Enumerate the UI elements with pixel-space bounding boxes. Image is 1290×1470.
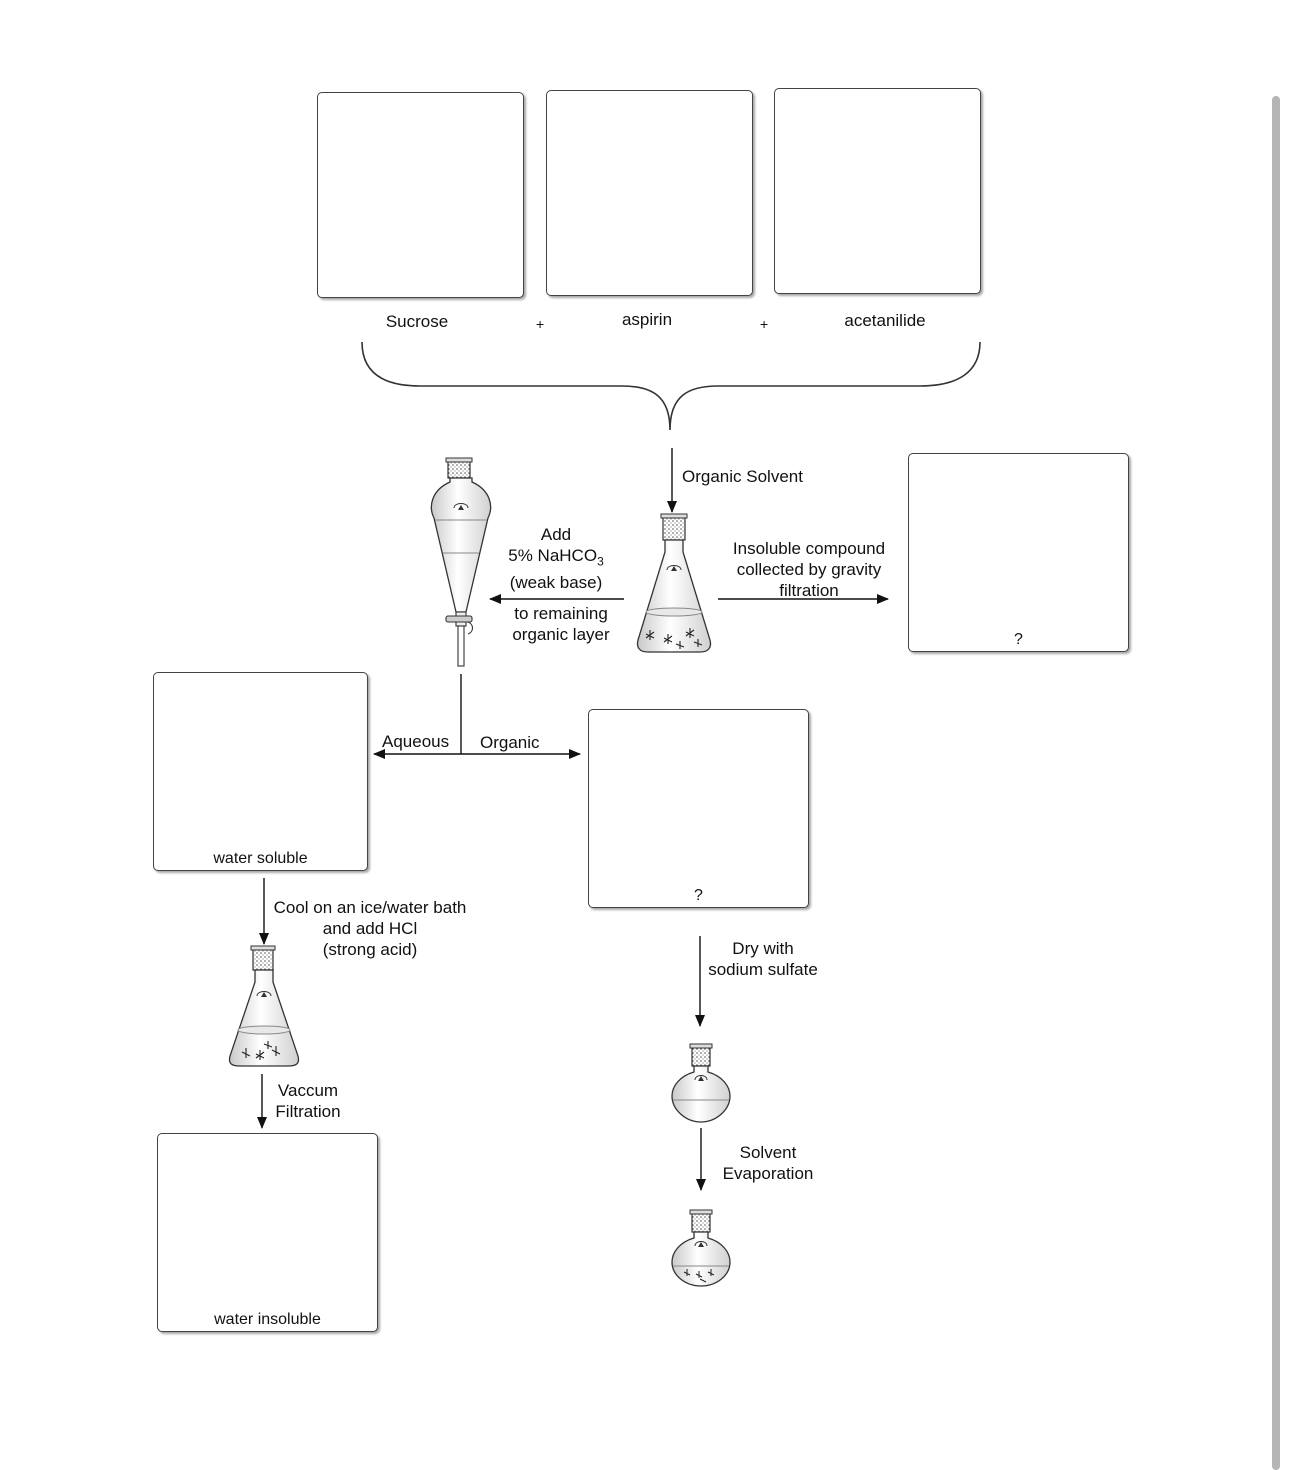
water-insoluble-box[interactable]: water insoluble: [157, 1133, 378, 1332]
evaporation-line2: Evaporation: [722, 1164, 814, 1183]
round-bottom-flask-icon: [671, 1043, 731, 1123]
organic-layer-box[interactable]: ?: [588, 709, 809, 908]
erlenmeyer-flask-icon: [636, 513, 712, 653]
remaining-organic-line2: organic layer: [512, 625, 610, 644]
dry-line1: Dry with: [732, 939, 794, 958]
combine-brace: [361, 341, 981, 431]
insoluble-compound-caption: ?: [1014, 631, 1023, 648]
acetanilide-label: acetanilide: [844, 311, 926, 330]
remaining-organic-line1: to remaining: [514, 604, 608, 623]
vacuum-filtration-line2: Filtration: [275, 1102, 341, 1121]
cool-acid-line1: Cool on an ice/water bath: [273, 898, 467, 917]
gravity-filtration-label: Insoluble compound collected by gravity …: [718, 538, 900, 601]
separatory-funnel-icon: [430, 457, 492, 667]
dry-label: Dry with sodium sulfate: [700, 938, 826, 980]
water-soluble-box[interactable]: water soluble: [153, 672, 368, 871]
add-bicarbonate-label: Add 5% NaHCO3 (weak base): [496, 524, 616, 593]
sucrose-label: Sucrose: [385, 312, 449, 331]
organic-label: Organic: [480, 733, 540, 752]
vertical-scrollbar[interactable]: [1272, 96, 1280, 1470]
organic-solvent-label: Organic Solvent: [682, 467, 803, 486]
organic-layer-caption: ?: [694, 887, 703, 904]
round-bottom-flask-icon: [671, 1209, 731, 1287]
aqueous-label: Aqueous: [382, 732, 450, 751]
water-insoluble-caption: water insoluble: [214, 1311, 321, 1328]
vacuum-filtration-label: Vaccum Filtration: [266, 1080, 350, 1122]
add-bicarbonate-line1: Add: [540, 525, 572, 544]
evaporation-line1: Solvent: [739, 1143, 797, 1162]
gravity-filtration-line2: collected by gravity: [736, 560, 882, 579]
plus-sign: +: [536, 316, 545, 332]
erlenmeyer-flask-icon: [228, 945, 300, 1067]
acetanilide-structure-box[interactable]: [774, 88, 981, 294]
cool-acid-line2: and add HCl: [322, 919, 418, 938]
add-bicarbonate-line2: 5% NaHCO3: [508, 546, 604, 569]
plus-sign: +: [760, 316, 769, 332]
remaining-organic-label: to remaining organic layer: [496, 603, 626, 645]
gravity-filtration-line3: filtration: [779, 581, 839, 600]
dry-line2: sodium sulfate: [708, 960, 818, 979]
insoluble-compound-box[interactable]: ?: [908, 453, 1129, 652]
add-bicarbonate-line3: (weak base): [509, 573, 603, 593]
cool-acid-label: Cool on an ice/water bath and add HCl (s…: [264, 897, 476, 960]
cool-acid-line3: (strong acid): [322, 940, 418, 959]
vacuum-filtration-line1: Vaccum: [277, 1081, 339, 1100]
gravity-filtration-line1: Insoluble compound: [732, 539, 886, 558]
sucrose-structure-box[interactable]: [317, 92, 524, 298]
evaporation-label: Solvent Evaporation: [716, 1142, 820, 1184]
aspirin-structure-box[interactable]: [546, 90, 753, 296]
aspirin-label: aspirin: [621, 310, 673, 329]
water-soluble-caption: water soluble: [213, 850, 308, 867]
